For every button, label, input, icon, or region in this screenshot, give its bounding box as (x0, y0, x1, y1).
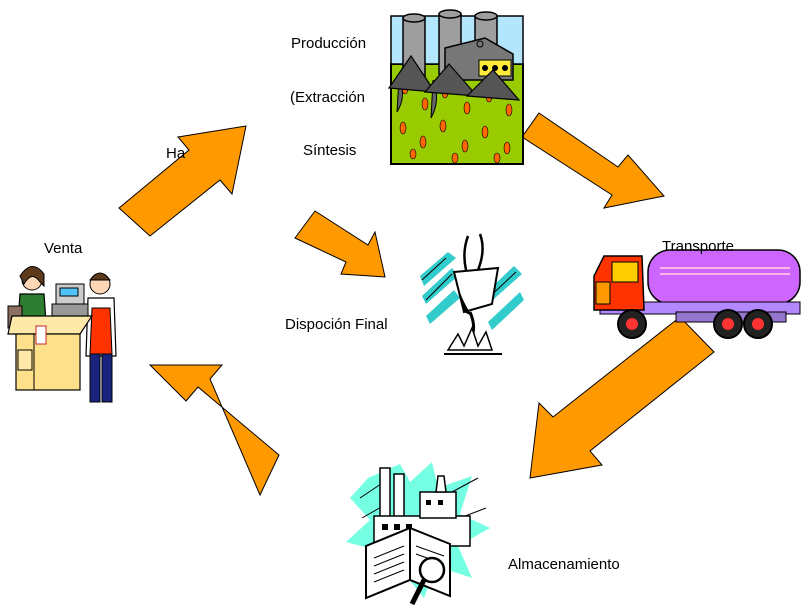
label-venta: Venta (44, 240, 83, 257)
factory-icon (387, 9, 524, 165)
warehouse-document-icon (346, 462, 490, 606)
label-sintesis: Síntesis (303, 142, 357, 159)
arrow-venta-to-produccion (118, 125, 247, 237)
label-disposicion-final: Dispoción Final (285, 316, 388, 333)
waste-disposal-icon (420, 233, 524, 355)
arrow-to-disposicion-final (294, 210, 386, 278)
label-hidden-fragment: Ha (166, 145, 186, 162)
label-produccion: Producción (291, 35, 367, 52)
arrow-transporte-to-almacenamiento (529, 316, 715, 479)
shop-counter-icon (7, 266, 117, 403)
label-almacenamiento: Almacenamiento (508, 556, 620, 573)
arrow-almacenamiento-to-venta (148, 364, 280, 497)
label-extraccion: (Extracción (290, 89, 366, 106)
label-transporte: Transporte (662, 238, 734, 255)
tanker-truck-icon (593, 249, 801, 339)
arrow-produccion-to-transporte (521, 112, 665, 209)
